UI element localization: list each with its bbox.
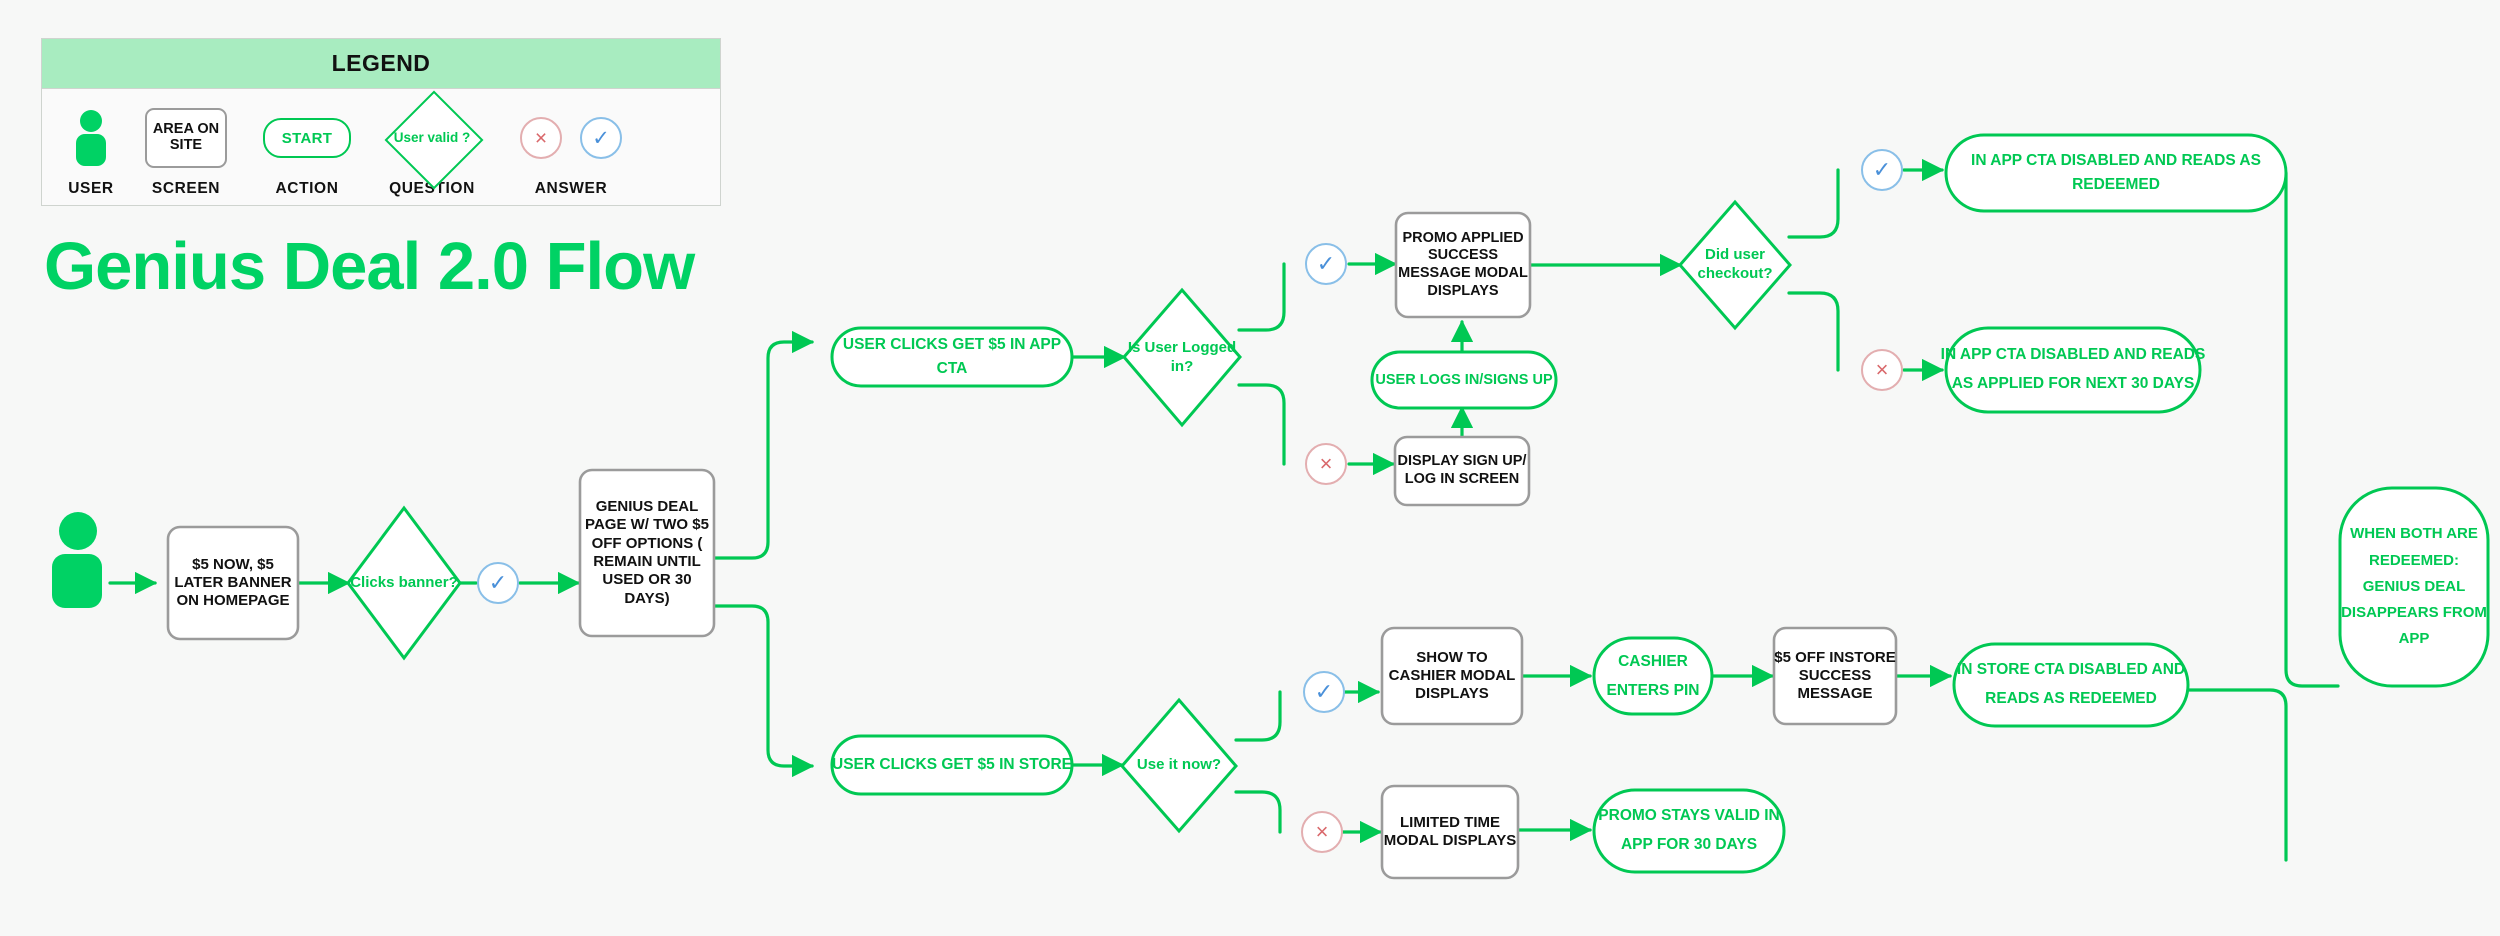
shape-in-app-cta-applied-30 bbox=[1944, 326, 2202, 414]
shape-click-in-store bbox=[830, 734, 1074, 796]
page-title: Genius Deal 2.0 Flow bbox=[44, 229, 695, 304]
shape-in-store-cta-redeemed bbox=[1952, 642, 2190, 728]
edge-use-now-yes bbox=[1234, 690, 1282, 742]
cross-icon: × bbox=[520, 117, 562, 159]
pill-icon: START bbox=[263, 118, 351, 158]
answer-yes-logged-in[interactable]: ✓ bbox=[1305, 243, 1347, 285]
legend-caption-answer: ANSWER bbox=[534, 180, 608, 197]
legend-caption-user: USER bbox=[68, 180, 114, 197]
legend-item-action: START ACTION bbox=[246, 89, 368, 207]
legend-caption-question: QUESTION bbox=[389, 180, 475, 197]
edge-use-now-no bbox=[1234, 790, 1282, 834]
shape-clicks-banner bbox=[346, 505, 462, 661]
shape-promo-applied-modal bbox=[1394, 211, 1532, 319]
shape-limited-time-modal bbox=[1380, 784, 1520, 880]
shape-in-app-cta-redeemed bbox=[1944, 133, 2288, 213]
person-icon bbox=[76, 110, 106, 166]
edge-in-store-redeemed-to-both bbox=[2064, 688, 2288, 862]
shape-both-redeemed bbox=[2338, 486, 2490, 688]
legend-item-screen: AREA ON SITE SCREEN bbox=[126, 89, 246, 207]
edge-logged-in-no bbox=[1237, 383, 1286, 466]
shape-instore-success bbox=[1772, 626, 1898, 726]
answer-no-use-now[interactable]: × bbox=[1301, 811, 1343, 853]
legend-caption-screen: SCREEN bbox=[151, 180, 221, 197]
edge-checkout-yes bbox=[1787, 168, 1840, 239]
shape-use-it-now bbox=[1120, 697, 1238, 834]
answer-yes-checkout[interactable]: ✓ bbox=[1861, 149, 1903, 191]
shape-banner bbox=[166, 525, 300, 641]
edge-checkout-no bbox=[1787, 291, 1840, 372]
shape-cashier-enters-pin bbox=[1592, 636, 1714, 716]
answer-no-logged-in[interactable]: × bbox=[1305, 443, 1347, 485]
legend-item-answer: × ✓ ANSWER bbox=[496, 89, 646, 207]
rounded-rect-icon: AREA ON SITE bbox=[145, 108, 227, 168]
shape-promo-stays-valid bbox=[1592, 788, 1786, 874]
legend-item-question: User valid ? QUESTION bbox=[368, 89, 496, 207]
shape-show-to-cashier bbox=[1380, 626, 1524, 726]
legend-sample-question: User valid ? bbox=[393, 130, 471, 146]
shape-genius-deal-page bbox=[578, 468, 716, 638]
shape-display-sign-up bbox=[1393, 435, 1531, 507]
answer-yes-use-now[interactable]: ✓ bbox=[1303, 671, 1345, 713]
legend-title: LEGEND bbox=[42, 39, 720, 89]
edge-in-app-redeemed-to-both bbox=[2284, 171, 2340, 688]
check-icon: ✓ bbox=[580, 117, 622, 159]
shape-user-logs-in bbox=[1370, 350, 1558, 410]
legend-panel: LEGEND USER AREA ON SITE SCREEN bbox=[41, 38, 721, 206]
edge-logged-in-yes bbox=[1237, 262, 1286, 332]
shape-click-in-app-cta bbox=[830, 326, 1074, 388]
edge-genius-to-in-store bbox=[712, 604, 815, 778]
shape-did-user-checkout bbox=[1678, 199, 1792, 331]
answer-no-checkout[interactable]: × bbox=[1861, 349, 1903, 391]
legend-items: USER AREA ON SITE SCREEN START ACTION bbox=[42, 89, 720, 207]
legend-sample-action: START bbox=[281, 129, 333, 147]
person-icon-start bbox=[52, 512, 102, 608]
answer-yes-clicks-banner[interactable]: ✓ bbox=[477, 562, 519, 604]
legend-caption-action: ACTION bbox=[275, 180, 339, 197]
legend-sample-screen: AREA ON SITE bbox=[152, 121, 220, 153]
edge-genius-to-in-app bbox=[712, 330, 815, 560]
shape-is-user-logged-in bbox=[1122, 287, 1242, 428]
legend-item-user: USER bbox=[56, 89, 126, 207]
diamond-icon: User valid ? bbox=[384, 90, 484, 190]
